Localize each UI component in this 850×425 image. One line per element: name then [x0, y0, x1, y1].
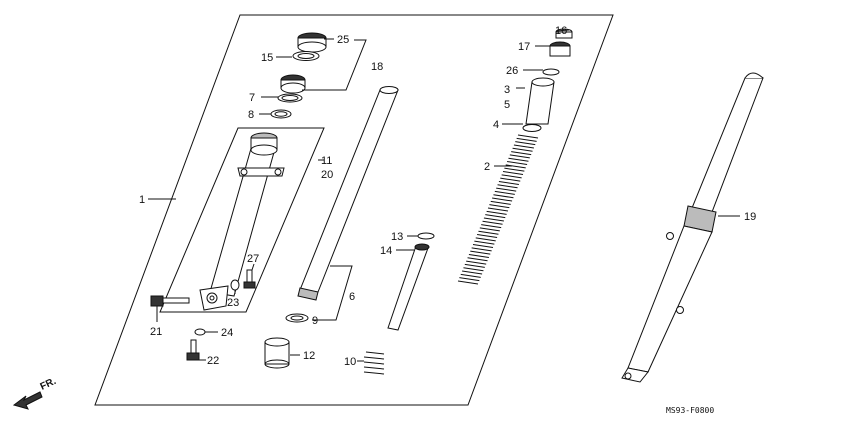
label-part-23: 23	[227, 297, 239, 309]
part-11-fork-slider	[199, 132, 285, 311]
part-23-washer	[230, 279, 240, 291]
label-part-24: 24	[221, 327, 233, 339]
label-part-2: 2	[484, 161, 490, 173]
label-part-10: 10	[344, 356, 356, 368]
label-part-14: 14	[380, 245, 392, 257]
label-part-18: 18	[371, 61, 383, 73]
label-part-7: 7	[249, 92, 255, 104]
label-part-17: 17	[518, 41, 530, 53]
label-part-20: 20	[321, 169, 333, 181]
label-part-25: 25	[337, 34, 349, 46]
label-part-21: 21	[150, 326, 162, 338]
part-10-rebound-spring	[363, 351, 385, 375]
part-number-labels: 25 15 18 7 8 11 20 1 27 23 21 24 22 6 9 …	[139, 25, 756, 368]
part-27-bolt	[243, 269, 256, 289]
label-part-16: 16	[555, 25, 567, 37]
outer-frame	[94, 14, 614, 406]
leader-lines	[148, 29, 740, 362]
label-part-12: 12	[303, 350, 315, 362]
part-9-bushing	[285, 313, 309, 323]
part-2-fork-spring	[457, 134, 539, 285]
label-part-26: 26	[506, 65, 518, 77]
part-21-axle-bolt	[150, 295, 190, 307]
part-26-o-ring	[542, 68, 560, 76]
part-12-oil-lock-piece	[264, 337, 290, 369]
part-7-back-up-ring	[277, 93, 303, 103]
part-13-piston-ring	[417, 232, 435, 240]
part-8-slider-bushing	[270, 109, 292, 119]
label-part-22: 22	[207, 355, 219, 367]
part-19-front-fork-assembly	[621, 72, 764, 383]
label-part-8: 8	[248, 109, 254, 121]
front-direction-label: FR.	[39, 376, 58, 393]
part-15-stopper-ring	[292, 51, 320, 61]
inner-frame	[159, 127, 325, 313]
part-24-washer	[194, 328, 206, 336]
label-part-1: 1	[139, 194, 145, 206]
label-part-3: 3	[504, 84, 510, 96]
label-part-11: 11	[321, 155, 332, 167]
label-part-4: 4	[493, 119, 499, 131]
part-6-fork-pipe	[297, 86, 399, 301]
part-3-spacer	[525, 77, 555, 125]
label-part-13: 13	[391, 231, 403, 243]
label-part-5: 5	[504, 99, 510, 111]
label-part-9: 9	[312, 315, 318, 327]
label-part-15: 15	[261, 52, 273, 64]
label-part-27: 27	[247, 253, 259, 265]
label-part-19: 19	[744, 211, 756, 223]
part-18-oil-seal	[280, 74, 306, 94]
label-part-6: 6	[349, 291, 355, 303]
front-direction-arrow-icon	[12, 391, 43, 410]
part-17-fork-bolt	[549, 41, 571, 57]
part-22-bolt	[186, 339, 200, 361]
part-14-fork-piston	[387, 243, 430, 331]
part-4-spring-seat	[522, 124, 542, 132]
part-25-dust-seal	[297, 32, 327, 53]
diagram-code: MS93-F0800	[666, 406, 714, 415]
